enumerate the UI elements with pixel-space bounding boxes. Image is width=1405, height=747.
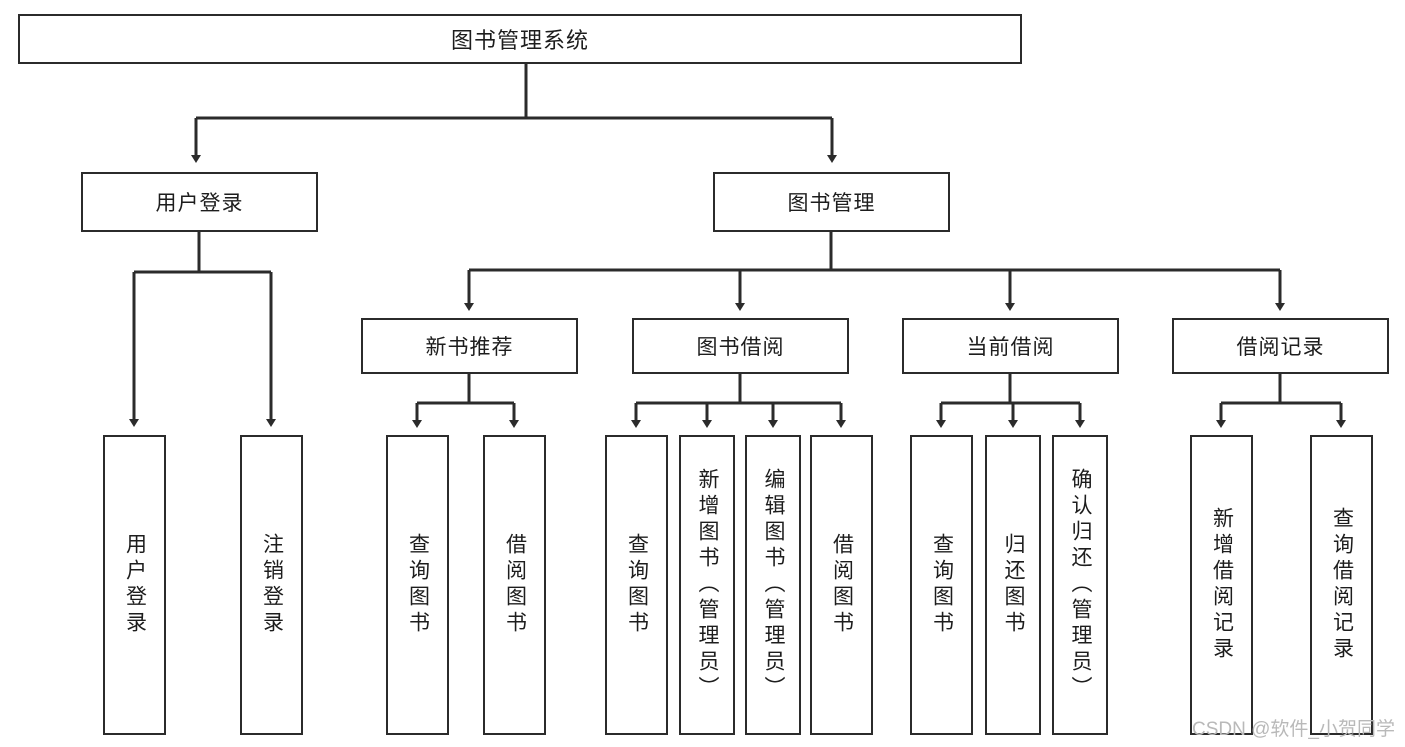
leaf-query-book-borrow[interactable]: 查询图书 — [605, 435, 668, 735]
leaf-return-book[interactable]: 归还图书 — [985, 435, 1041, 735]
node-book-borrow-label: 图书借阅 — [696, 336, 785, 359]
node-user-login[interactable]: 用户登录 — [81, 172, 318, 232]
leaf-add-book-admin-label: 新增图书（管理员） — [696, 468, 720, 702]
node-borrow-record[interactable]: 借阅记录 — [1172, 318, 1389, 374]
node-book-management-label: 图书管理 — [787, 192, 876, 215]
leaf-logout[interactable]: 注销登录 — [240, 435, 303, 735]
leaf-logout-label: 注销登录 — [260, 533, 284, 637]
node-root[interactable]: 图书管理系统 — [18, 14, 1022, 64]
node-book-management[interactable]: 图书管理 — [713, 172, 950, 232]
leaf-edit-book-admin-label: 编辑图书（管理员） — [762, 468, 786, 702]
leaf-edit-book-admin[interactable]: 编辑图书（管理员） — [745, 435, 801, 735]
leaf-query-borrow-record-label: 查询借阅记录 — [1330, 507, 1354, 663]
leaf-confirm-return-admin[interactable]: 确认归还（管理员） — [1052, 435, 1108, 735]
leaf-query-book-rec[interactable]: 查询图书 — [386, 435, 449, 735]
leaf-add-book-admin[interactable]: 新增图书（管理员） — [679, 435, 735, 735]
node-new-book-recommend-label: 新书推荐 — [425, 336, 514, 359]
node-new-book-recommend[interactable]: 新书推荐 — [361, 318, 578, 374]
leaf-user-login[interactable]: 用户登录 — [103, 435, 166, 735]
leaf-query-book-current[interactable]: 查询图书 — [910, 435, 973, 735]
leaf-borrow-book-label: 借阅图书 — [830, 533, 854, 637]
leaf-confirm-return-admin-label: 确认归还（管理员） — [1069, 468, 1093, 702]
node-book-borrow[interactable]: 图书借阅 — [632, 318, 849, 374]
node-user-login-label: 用户登录 — [155, 192, 244, 215]
leaf-user-login-label: 用户登录 — [123, 533, 147, 637]
csdn-watermark: CSDN @软件_小贺同学 — [1192, 719, 1395, 740]
leaf-query-book-current-label: 查询图书 — [930, 533, 954, 637]
leaf-query-book-borrow-label: 查询图书 — [625, 533, 649, 637]
node-borrow-record-label: 借阅记录 — [1236, 336, 1325, 359]
leaf-query-borrow-record[interactable]: 查询借阅记录 — [1310, 435, 1373, 735]
leaf-return-book-label: 归还图书 — [1002, 533, 1026, 637]
leaf-add-borrow-record-label: 新增借阅记录 — [1210, 507, 1234, 663]
leaf-borrow-book[interactable]: 借阅图书 — [810, 435, 873, 735]
node-current-borrow-label: 当前借阅 — [966, 336, 1055, 359]
node-current-borrow[interactable]: 当前借阅 — [902, 318, 1119, 374]
leaf-add-borrow-record[interactable]: 新增借阅记录 — [1190, 435, 1253, 735]
node-root-label: 图书管理系统 — [450, 28, 589, 53]
leaf-borrow-book-rec-label: 借阅图书 — [503, 533, 527, 637]
leaf-query-book-rec-label: 查询图书 — [406, 533, 430, 637]
leaf-borrow-book-rec[interactable]: 借阅图书 — [483, 435, 546, 735]
